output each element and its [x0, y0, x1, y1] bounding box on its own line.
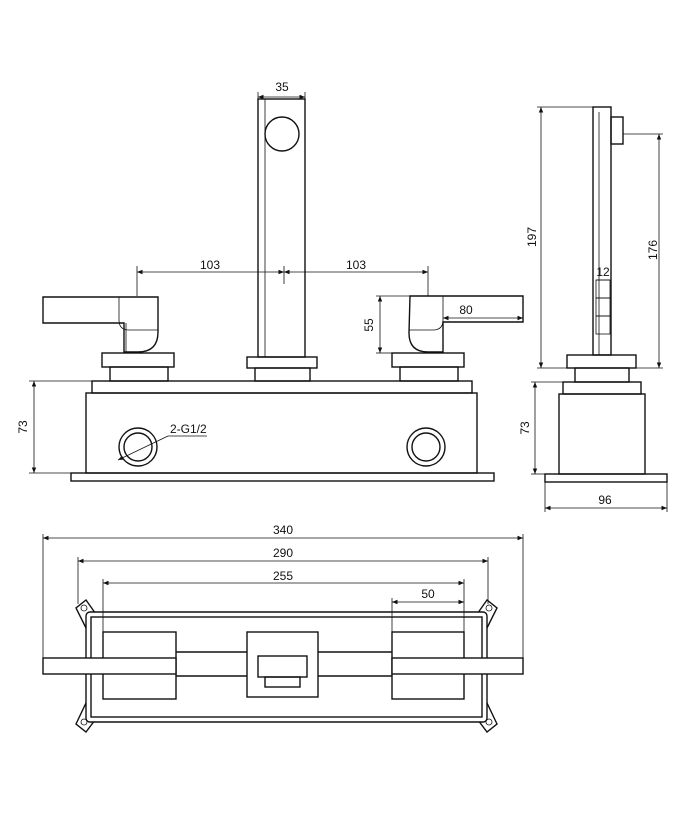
dim-side-body-height-label: 73 — [518, 421, 532, 435]
right-handle — [391, 295, 524, 382]
valve-body — [70, 380, 495, 482]
dim-side-total-height-label: 197 — [525, 227, 539, 247]
connection-label: 2-G1/2 — [170, 422, 207, 436]
dim-handle-height-label: 55 — [362, 318, 376, 332]
dim-left-spacing-label: 103 — [200, 258, 220, 272]
dim-spout-width: 35 — [257, 80, 306, 100]
dim-body-width: 255 — [102, 569, 465, 632]
side-outlet — [610, 116, 624, 145]
spout-outlet-circle — [264, 116, 300, 152]
connection-callout: 2-G1/2 — [117, 422, 207, 461]
dim-spout-width-label: 35 — [275, 80, 289, 94]
dim-handle-offset: 50 — [391, 587, 464, 632]
dim-overall-width: 340 — [42, 523, 524, 658]
right-inlet-inner — [411, 432, 441, 462]
dim-side-depth-label: 96 — [598, 493, 612, 507]
dim-side-spout-height: 176 — [623, 133, 663, 369]
dim-overall-width-label: 340 — [273, 523, 293, 537]
dim-side-depth: 96 — [544, 482, 668, 512]
dim-body-width-label: 255 — [273, 569, 293, 583]
spout — [246, 98, 318, 382]
dim-side-spout-thickness-label: 12 — [596, 265, 610, 279]
dim-handle-height: 55 — [362, 295, 410, 354]
dim-front-body-height: 73 — [16, 380, 92, 474]
left-inlet-outer — [118, 427, 158, 467]
left-handle-top — [42, 657, 177, 675]
dim-handle-offset-label: 50 — [421, 587, 435, 601]
dim-right-spacing-label: 103 — [346, 258, 366, 272]
left-handle — [42, 296, 175, 382]
dim-side-spout-height-label: 176 — [646, 240, 660, 260]
dim-side-spout-thickness: 12 — [596, 265, 610, 281]
dim-handle-length: 80 — [443, 303, 523, 321]
left-inlet-inner — [123, 432, 153, 462]
right-handle-top — [391, 657, 524, 675]
spout-base-top — [246, 631, 319, 698]
top-view: 340 290 255 50 — [42, 523, 524, 733]
dim-side-total-height: 197 — [525, 106, 593, 369]
side-view: 197 176 12 73 96 — [518, 106, 668, 512]
dim-valve-spacing: 103 103 — [136, 258, 429, 296]
dim-mount-width: 290 — [77, 546, 489, 604]
dim-mount-width-label: 290 — [273, 546, 293, 560]
dim-handle-length-label: 80 — [459, 303, 473, 317]
dim-side-body-height: 73 — [518, 381, 563, 475]
dim-front-body-height-label: 73 — [16, 420, 30, 434]
right-inlet-outer — [406, 427, 446, 467]
front-view: 35 103 103 80 55 73 — [16, 80, 524, 482]
